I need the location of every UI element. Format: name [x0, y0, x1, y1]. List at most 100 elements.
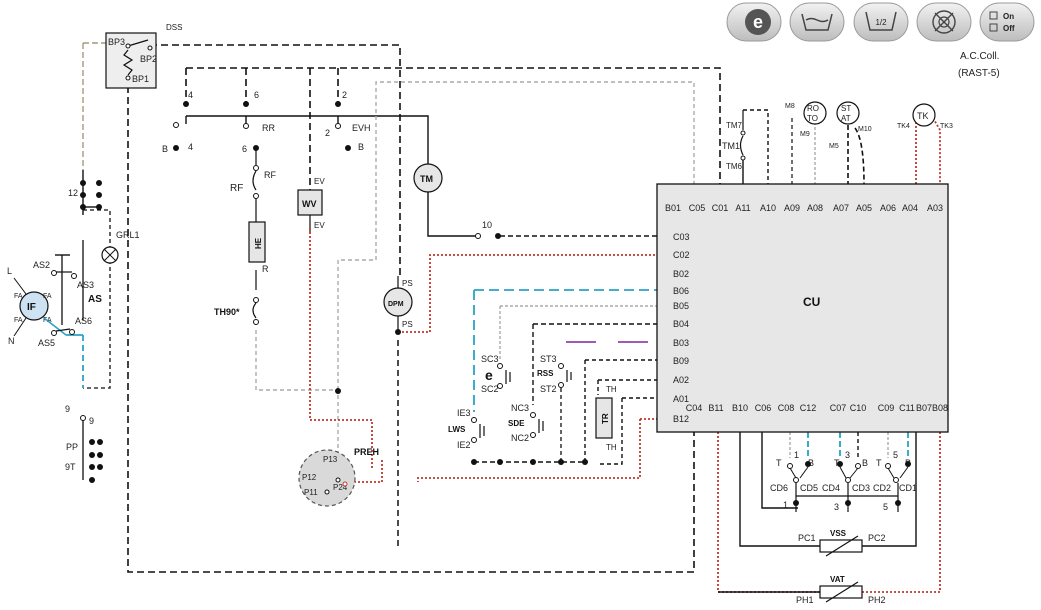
lws-switch: IE3 LWS IE2	[448, 408, 485, 450]
cu-pin-A04: A04	[902, 203, 918, 213]
cu-pin-A02: A02	[673, 375, 689, 385]
cu-label: CU	[803, 295, 820, 309]
b1-label: B	[162, 144, 168, 154]
tk-label: TK	[917, 111, 929, 121]
cu-pin-C01: C01	[712, 203, 729, 213]
cu-pin-C08: C08	[778, 403, 795, 413]
half-load-button[interactable]: 1/2	[853, 2, 909, 42]
half-label: 1/2	[875, 18, 887, 27]
st2-label: ST2	[540, 384, 557, 394]
tm6-label: TM6	[726, 162, 743, 171]
rf-thermal-fuse: RF RF	[230, 150, 276, 222]
th2-label: TH	[606, 443, 617, 452]
nc2-label: NC2	[511, 433, 529, 443]
pp-connector: 9 9 PP 9T	[65, 404, 103, 483]
cu-pin-C02: C02	[673, 250, 690, 260]
n9a-label: 9	[65, 404, 70, 414]
on-label: On	[1003, 12, 1014, 21]
dpm-label: DPM	[388, 301, 404, 308]
fa-label-3: FA	[14, 317, 23, 324]
n4b-label: 4	[188, 142, 193, 152]
stat-motor: ST AT M5 M10	[829, 101, 872, 150]
cu-pin-B04: B04	[673, 319, 689, 329]
wash-button[interactable]	[789, 2, 845, 42]
rf2-label: RF	[264, 170, 276, 180]
cu-pin-C03: C03	[673, 232, 690, 242]
wash-tub-icon	[801, 13, 833, 31]
tk4-label: TK4	[897, 123, 910, 130]
on-off-button[interactable]: On Off	[979, 2, 1035, 42]
fa-label-2: FA	[43, 293, 52, 300]
rr-label: RR	[262, 123, 275, 133]
cu-pin-B09: B09	[673, 356, 689, 366]
no-spin-button[interactable]	[916, 2, 972, 42]
l-label: L	[7, 266, 12, 276]
he-label: HE	[254, 237, 263, 249]
n6b-label: 6	[242, 144, 247, 154]
cu-pin-C04: C04	[686, 403, 703, 413]
cu-pin-B01: B01	[665, 203, 681, 213]
switch-4: 4 4 B	[162, 90, 193, 154]
ie3-label: IE3	[457, 408, 471, 418]
cu-pin-A10: A10	[760, 203, 776, 213]
cd6-label: CD6	[770, 483, 788, 493]
tk-thermal-protector: TK TK4 TK3	[897, 103, 953, 130]
t2-label: T	[834, 458, 840, 468]
pc1-label: PC1	[798, 533, 816, 543]
k5-label: 5	[893, 450, 898, 460]
n2b-label: 2	[325, 128, 330, 138]
eco-icon: e	[753, 12, 763, 32]
preh-label: PREH	[354, 447, 379, 457]
sde-label: SDE	[508, 419, 525, 428]
grl1-lamp: GRL1	[101, 230, 140, 264]
roto2-label: TO	[807, 114, 818, 123]
eco-button[interactable]: e	[726, 2, 782, 42]
th90-thermostat: TH90*	[214, 297, 259, 325]
vss-label: VSS	[830, 529, 847, 538]
rss-switch: ST3 RSS ST2	[537, 354, 572, 464]
timer-motor: TM 10	[413, 163, 501, 239]
p12-label: P12	[302, 473, 317, 482]
sensor-bus-dots	[335, 329, 588, 465]
ph1-label: PH1	[796, 595, 814, 605]
cd5-label: CD5	[800, 483, 818, 493]
lws-label: LWS	[448, 425, 466, 434]
roto1-label: RO	[807, 104, 819, 113]
cu-pin-A01: A01	[673, 394, 689, 404]
preh-selector: PREH P13 P12 P11 P24	[298, 447, 379, 507]
cu-pin-B06: B06	[673, 286, 689, 296]
tm1-label: TM1	[722, 141, 740, 151]
t3-label: T	[876, 458, 882, 468]
dss-switch: BP3 BP2 BP1 DSS	[105, 23, 182, 89]
cu-pin-A05: A05	[856, 203, 872, 213]
bb1-label: B	[808, 458, 814, 468]
n9t-label: 9T	[65, 462, 76, 472]
tm-label: TM	[420, 174, 433, 184]
water-valve: WV EV EV	[297, 177, 325, 230]
switch-6-rr: 6 RR 6	[242, 90, 275, 154]
k5b-label: 5	[883, 502, 888, 512]
n10-label: 10	[482, 220, 492, 230]
if-label: IF	[27, 302, 36, 313]
pressure-switch: DPM PS PS	[383, 276, 413, 332]
m10-label: M10	[858, 126, 872, 133]
pp-label: PP	[66, 442, 78, 452]
cu-pin-B11: B11	[708, 403, 723, 413]
th90-label: TH90*	[214, 307, 240, 317]
cu-pin-C10: C10	[850, 403, 867, 413]
n4a-label: 4	[188, 90, 193, 100]
vat-label: VAT	[830, 575, 845, 584]
ps2-label: PS	[402, 320, 413, 329]
interference-filter: IF L N FA FA FA FA	[7, 266, 67, 346]
cu-pin-A11: A11	[735, 203, 750, 213]
caption-line1: A.C.Coll.	[960, 51, 999, 62]
heating-element: HE R	[248, 221, 269, 274]
as5-label: AS5	[38, 338, 55, 348]
n9b-label: 9	[89, 416, 94, 426]
vat-potentiometer: VAT PH1 PH2	[796, 575, 886, 605]
k1b-label: 1	[783, 500, 788, 510]
cu-pin-A07: A07	[833, 203, 849, 213]
